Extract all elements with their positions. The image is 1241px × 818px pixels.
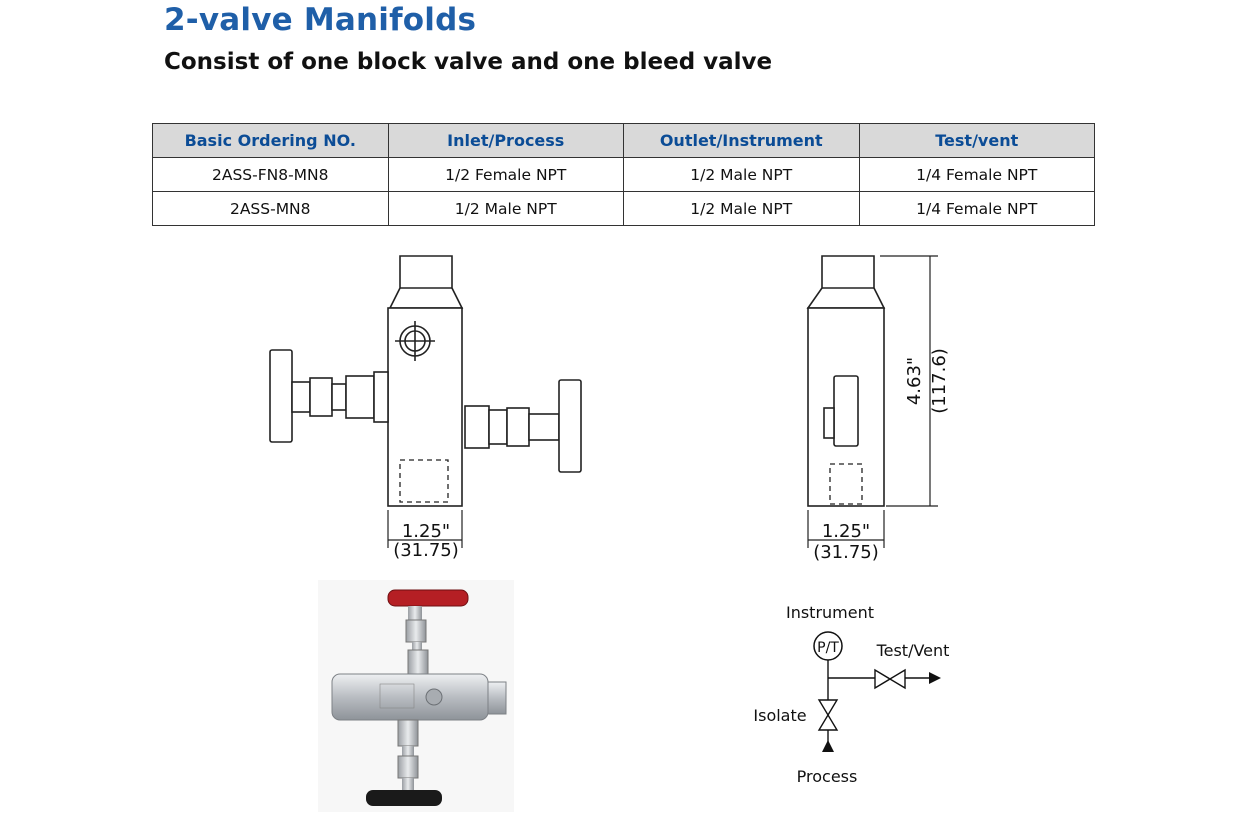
left-bonnet-hex xyxy=(373,371,389,423)
bottom-black-handle xyxy=(366,790,442,806)
side-view-drawing: 4.63" (117.6) 1.25" (31.75) xyxy=(806,255,950,563)
gauge-symbol-label: P/T xyxy=(817,640,839,656)
left-stem xyxy=(291,381,311,413)
header-test-vent: Test/vent xyxy=(858,123,1095,158)
table-header-row: Basic Ordering NO. Inlet/Process Outlet/… xyxy=(152,123,1095,158)
top-port-hex xyxy=(388,255,464,309)
cell-test-vent: 1/4 Female NPT xyxy=(858,191,1095,226)
cell-outlet: 1/2 Male NPT xyxy=(623,191,860,226)
left-bonnet xyxy=(345,375,375,419)
side-width-mm: (31.75) xyxy=(813,542,879,563)
cell-inlet: 1/2 Male NPT xyxy=(387,191,624,226)
photo-body xyxy=(331,673,489,721)
page-title: 2-valve Manifolds xyxy=(164,2,477,38)
side-top-port-hex xyxy=(806,255,886,309)
ordering-table: Basic Ordering NO. Inlet/Process Outlet/… xyxy=(152,123,1095,226)
process-arrow-icon xyxy=(822,740,834,752)
label-test-vent: Test/Vent xyxy=(876,641,950,660)
cell-inlet: 1/2 Female NPT xyxy=(387,157,624,192)
right-packing-nut xyxy=(506,407,530,447)
vent-valve-icon xyxy=(874,668,906,690)
right-bonnet-hex xyxy=(464,405,490,449)
side-height-mm: (117.6) xyxy=(929,348,950,414)
right-stem xyxy=(528,413,560,441)
cell-outlet: 1/2 Male NPT xyxy=(623,157,860,192)
top-packing-nut xyxy=(405,619,427,643)
right-handle xyxy=(558,379,582,473)
photo-port-plug xyxy=(425,688,443,706)
top-stem-2 xyxy=(412,642,422,650)
table-row: 2ASS-FN8-MN8 1/2 Female NPT 1/2 Male NPT… xyxy=(152,157,1095,192)
right-bonnet xyxy=(488,409,508,445)
header-inlet-process: Inlet/Process xyxy=(387,123,624,158)
flow-schematic: Instrument P/T Test/Vent Isolate Process xyxy=(753,603,950,786)
side-height-in: 4.63" xyxy=(904,357,925,405)
header-basic-ordering-no: Basic Ordering NO. xyxy=(152,123,389,158)
top-red-handle xyxy=(387,589,469,607)
bottom-packing-nut xyxy=(397,755,419,779)
cell-ordering-no: 2ASS-MN8 xyxy=(152,191,389,226)
side-width-in: 1.25" xyxy=(822,521,870,542)
cell-test-vent: 1/4 Female NPT xyxy=(858,157,1095,192)
label-isolate: Isolate xyxy=(753,706,806,725)
side-valve-hex xyxy=(823,407,835,439)
front-width-mm: (31.75) xyxy=(393,540,459,561)
page-subtitle: Consist of one block valve and one bleed… xyxy=(164,49,773,75)
front-width-in: 1.25" xyxy=(402,521,450,542)
manifold-product-photo xyxy=(318,580,514,812)
vent-arrow-icon xyxy=(929,672,941,684)
top-stem xyxy=(408,606,422,620)
engraved-marking xyxy=(379,683,415,709)
label-process: Process xyxy=(797,767,858,786)
top-bonnet xyxy=(407,649,429,677)
left-packing-nut xyxy=(309,377,333,417)
front-view-drawing: 1.25" (31.75) xyxy=(269,255,582,561)
isolate-valve-icon xyxy=(817,699,839,731)
table-row: 2ASS-MN8 1/2 Male NPT 1/2 Male NPT 1/4 F… xyxy=(152,191,1095,226)
photo-outlet-thread xyxy=(487,681,507,715)
left-stem-2 xyxy=(331,383,347,411)
bottom-stem xyxy=(402,746,414,756)
side-valve-stem xyxy=(833,375,859,447)
label-instrument: Instrument xyxy=(786,603,874,622)
bottom-stem-2 xyxy=(402,778,414,790)
cell-ordering-no: 2ASS-FN8-MN8 xyxy=(152,157,389,192)
header-outlet-instrument: Outlet/Instrument xyxy=(623,123,860,158)
bottom-bonnet xyxy=(397,719,419,747)
left-handle xyxy=(269,349,293,443)
